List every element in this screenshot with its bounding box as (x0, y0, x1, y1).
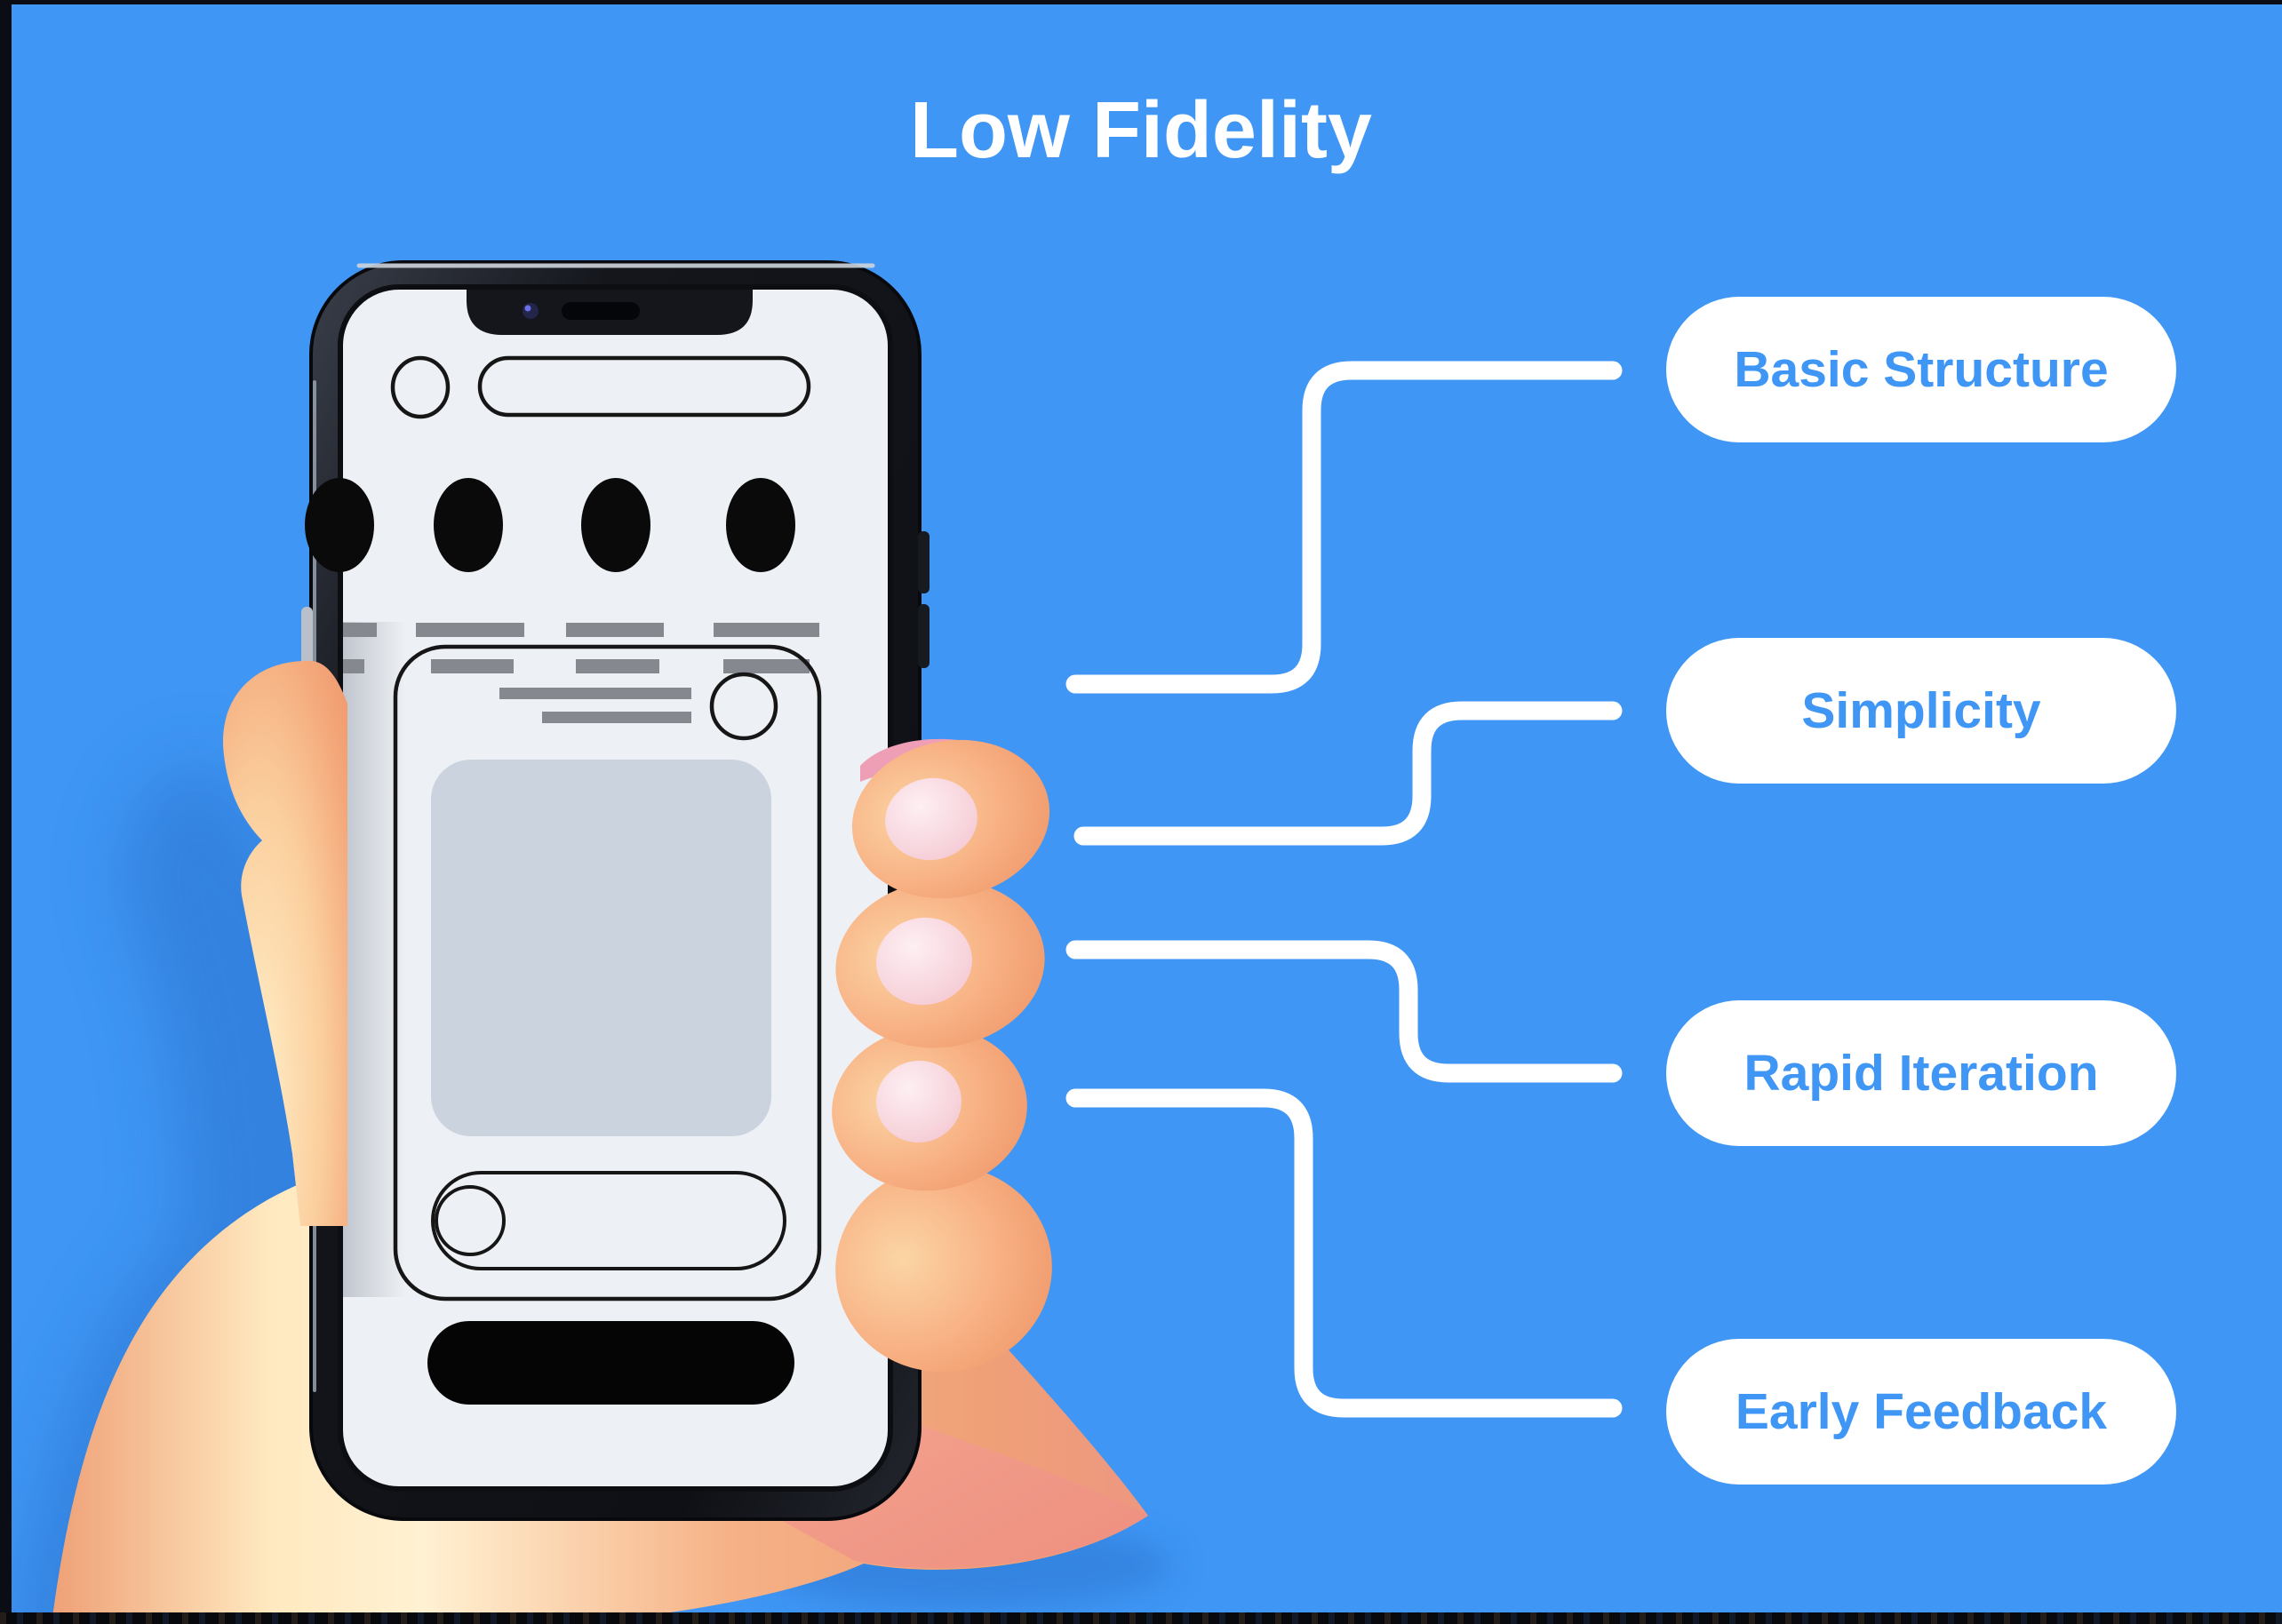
label-pill-basic-structure: Basic Structure (1666, 297, 2176, 442)
wireframe-header (390, 355, 811, 419)
knuckle (835, 1165, 1052, 1373)
connector-lines (1065, 361, 1623, 1418)
label-text-basic-structure: Basic Structure (1734, 341, 2109, 398)
ring-fingernail (876, 1060, 961, 1143)
screenshot-left-border (0, 0, 12, 1624)
connector-basic-structure (1065, 361, 1623, 694)
label-text-early-feedback: Early Feedback (1735, 1383, 2108, 1440)
search-bar (477, 355, 811, 418)
text-lines (343, 623, 819, 673)
connector-early-feedback (1065, 1088, 1623, 1418)
volume-up-button (918, 531, 930, 593)
label-pill-rapid-iteration: Rapid Iteration (1666, 1000, 2176, 1146)
story-dot (726, 478, 795, 572)
screenshot-top-border (0, 0, 2282, 4)
card-avatar-circle-icon (709, 672, 778, 741)
card-outline (393, 644, 822, 1302)
label-pill-simplicity: Simplicity (1666, 638, 2176, 784)
middle-fingernail (876, 917, 972, 1006)
label-text-simplicity: Simplicity (1801, 682, 2041, 739)
thumb (222, 660, 347, 1226)
card-title-line (499, 688, 691, 699)
card-subtitle-line (542, 712, 691, 723)
ring-fingertip (832, 1026, 1027, 1191)
connector-rapid-iteration (1065, 940, 1623, 1083)
page-title: Low Fidelity (909, 86, 1372, 175)
story-dot (434, 478, 503, 572)
side-button (301, 607, 313, 665)
gripping-fingers (832, 738, 1052, 1373)
input-pill (431, 1171, 786, 1270)
index-fingernail (885, 777, 977, 861)
image-placeholder (431, 760, 771, 1136)
middle-fingertip (835, 880, 1045, 1048)
story-dot (581, 478, 650, 572)
screenshot-bottom-border (0, 1612, 2282, 1624)
content-card (393, 644, 822, 1302)
camera-glint (524, 305, 531, 312)
story-dots (305, 478, 795, 572)
label-pill-early-feedback: Early Feedback (1666, 1339, 2176, 1485)
speaker-slot-icon (562, 302, 640, 320)
avatar-circle-icon (390, 355, 451, 419)
smartphone (301, 260, 930, 1521)
index-fingertip (851, 739, 1050, 899)
story-dot (305, 478, 374, 572)
volume-down-button (918, 604, 930, 668)
input-circle-icon (435, 1185, 506, 1256)
home-cta-button (427, 1321, 794, 1405)
label-text-rapid-iteration: Rapid Iteration (1743, 1045, 2099, 1102)
front-camera-icon (523, 303, 539, 319)
connector-simplicity (1073, 701, 1623, 846)
